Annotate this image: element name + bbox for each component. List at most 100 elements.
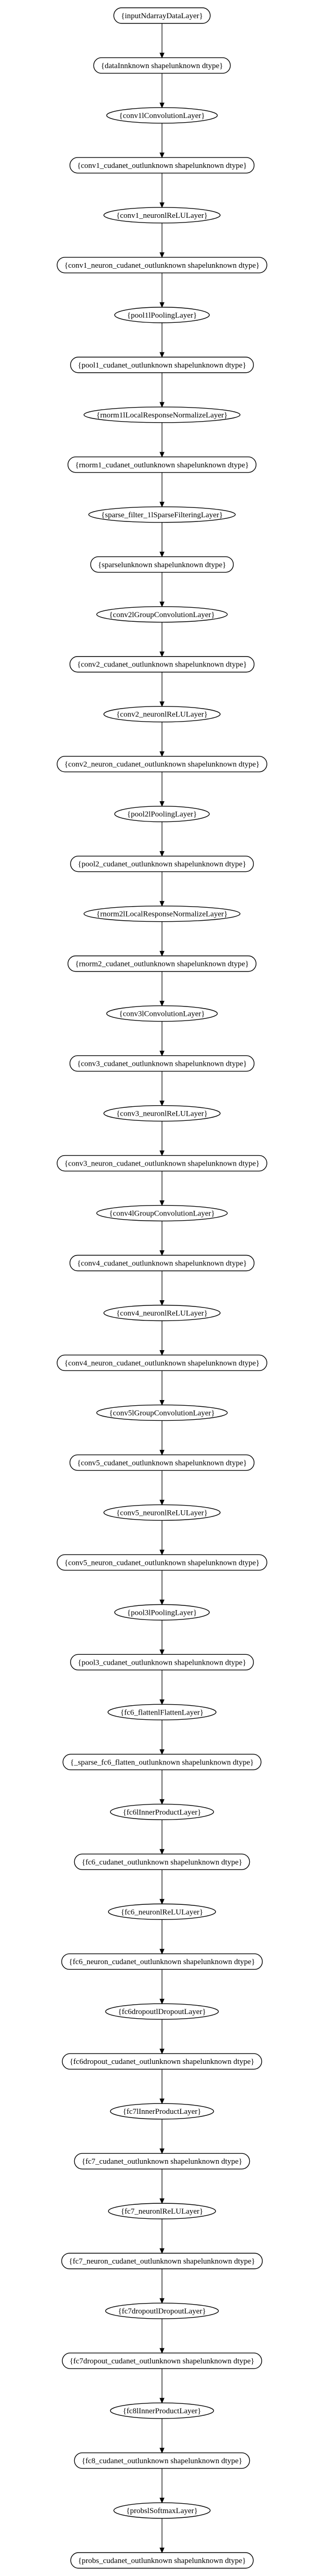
- graph-node: {fc8lInnerProductLayer}: [110, 2402, 214, 2419]
- edge-arrowhead: [159, 1699, 165, 1705]
- node-label: {rnorm2lLocalResponseNormalizeLayer}: [97, 910, 228, 919]
- node-label: {conv1_neuron_cudanet_outlunknown shapel…: [64, 261, 260, 270]
- graph-node: {fc6_flattenlFlattenLayer}: [107, 1704, 217, 1721]
- node-label: {probslSoftmaxLayer}: [126, 2507, 198, 2515]
- edge-arrowhead: [159, 2098, 165, 2104]
- graph-node: {conv2_neuronlReLULayer}: [103, 706, 221, 723]
- node-label: {pool1_cudanet_outlunknown shapelunknown…: [78, 361, 246, 370]
- edge-arrowhead: [159, 1101, 165, 1106]
- node-label: {fc7dropout_cudanet_outlunknown shapelun…: [70, 2357, 254, 2365]
- edge-arrowhead: [159, 701, 165, 707]
- graph-node: {probs_cudanet_outlunknown shapelunknown…: [70, 2552, 254, 2569]
- edge-arrowhead: [159, 1799, 165, 1805]
- graph-node: {fc6_cudanet_outlunknown shapelunknown d…: [74, 1853, 250, 1870]
- graph-node: {pool1lPoolingLayer}: [114, 307, 210, 323]
- graph-node: {conv5lGroupConvolutionLayer}: [96, 1404, 228, 1421]
- edge-arrowhead: [159, 2298, 165, 2304]
- graph-node: {fc6_neuron_cudanet_outlunknown shapelun…: [61, 1953, 263, 1970]
- graph-node: {fc7_neuronlReLULayer}: [108, 2203, 216, 2219]
- edge-arrowhead: [159, 1449, 165, 1456]
- graph-node: {fc7_neuron_cudanet_outlunknown shapelun…: [61, 2253, 263, 2269]
- graph-node: {conv4_cudanet_outlunknown shapelunknown…: [69, 1254, 255, 1272]
- edge-arrowhead: [159, 53, 165, 59]
- edge-arrowhead: [159, 1749, 165, 1755]
- graph-node: {fc6_neuronlReLULayer}: [108, 1903, 216, 1920]
- node-label: {pool2lPoolingLayer}: [127, 810, 197, 819]
- edge-arrowhead: [159, 1899, 165, 1905]
- node-label: {conv2_neuron_cudanet_outlunknown shapel…: [64, 761, 260, 769]
- edge-arrowhead: [159, 651, 165, 657]
- graph-node: {sparse_filter_1lSparseFilteringLayer}: [88, 506, 236, 523]
- node-label: {inputNdarrayDataLayer}: [121, 12, 203, 20]
- node-label: {fc8_cudanet_outlunknown shapelunknown d…: [82, 2457, 242, 2465]
- node-label: {dataInnknown shapelunknown dtype}: [101, 62, 223, 70]
- edge-arrowhead: [159, 901, 165, 907]
- node-label: {conv3_cudanet_outlunknown shapelunknown…: [77, 1060, 247, 1068]
- graph-node: {fc7dropout_cudanet_outlunknown shapelun…: [62, 2352, 262, 2369]
- edge-arrowhead: [159, 1949, 165, 1955]
- node-label: {conv2lGroupConvolutionLayer}: [109, 611, 215, 619]
- node-label: {probs_cudanet_outlunknown shapelunknown…: [78, 2557, 246, 2565]
- graph-node: {rnorm1lLocalResponseNormalizeLayer}: [83, 407, 241, 423]
- node-label: {conv4_neuron_cudanet_outlunknown shapel…: [64, 1359, 260, 1367]
- edge-arrowhead: [159, 1350, 165, 1356]
- graph-node: {conv5_neuron_cudanet_outlunknown shapel…: [57, 1554, 267, 1571]
- node-label: {conv4_cudanet_outlunknown shapelunknown…: [77, 1260, 247, 1268]
- graph-node: {conv2_neuron_cudanet_outlunknown shapel…: [57, 756, 267, 773]
- node-label: {fc7lInnerProductLayer}: [123, 2108, 201, 2116]
- node-label: {fc6_neuron_cudanet_outlunknown shapelun…: [69, 1958, 255, 1966]
- node-label: {fc6_neuronlReLULayer}: [121, 1908, 204, 1916]
- graph-node: {fc7lInnerProductLayer}: [110, 2103, 214, 2120]
- edge-arrowhead: [159, 102, 165, 109]
- edge-arrowhead: [159, 1300, 165, 1306]
- node-label: {pool2_cudanet_outlunknown shapelunknown…: [78, 860, 246, 869]
- node-label: {fc6dropout_cudanet_outlunknown shapelun…: [70, 2058, 254, 2066]
- edge-arrowhead: [159, 2048, 165, 2055]
- edge-arrowhead: [159, 1250, 165, 1256]
- graph-node: {pool3_cudanet_outlunknown shapelunknown…: [70, 1654, 254, 1671]
- graph-node: {conv3_neuronlReLULayer}: [103, 1105, 221, 1122]
- graph-node: {conv4_neuron_cudanet_outlunknown shapel…: [57, 1354, 267, 1371]
- edge-arrowhead: [159, 1599, 165, 1605]
- edge-arrowhead: [159, 1200, 165, 1206]
- node-label: {_sparse_fc6_flatten_outlunknown shapelu…: [70, 1758, 254, 1767]
- node-label: {conv3_neuronlReLULayer}: [116, 1110, 208, 1118]
- graph-node: {conv5_cudanet_outlunknown shapelunknown…: [69, 1454, 255, 1471]
- graph-node: {conv3_neuron_cudanet_outlunknown shapel…: [57, 1155, 267, 1172]
- graph-node: {conv4lGroupConvolutionLayer}: [96, 1205, 228, 1222]
- graph-node: {pool2_cudanet_outlunknown shapelunknown…: [70, 855, 254, 872]
- node-label: {conv4_neuronlReLULayer}: [116, 1309, 208, 1317]
- graph-node: {pool1_cudanet_outlunknown shapelunknown…: [70, 357, 254, 373]
- graph-node: {fc6dropoutlDropoutLayer}: [105, 2003, 219, 2020]
- node-label: {pool1lPoolingLayer}: [127, 311, 197, 320]
- node-label: {fc7_neuron_cudanet_outlunknown shapelun…: [69, 2257, 255, 2266]
- graph-node: {conv1lConvolutionLayer}: [106, 107, 218, 124]
- edge-arrowhead: [159, 502, 165, 508]
- edge-arrowhead: [159, 2148, 165, 2154]
- node-label: {conv2_cudanet_outlunknown shapelunknown…: [77, 661, 247, 669]
- graph-node: {fc7_cudanet_outlunknown shapelunknown d…: [74, 2153, 250, 2169]
- edge-arrowhead: [159, 152, 165, 159]
- graph-node: {fc7dropoutlDropoutLayer}: [105, 2303, 219, 2319]
- graph-node: {fc6dropout_cudanet_outlunknown shapelun…: [62, 2053, 262, 2070]
- node-label: {pool3lPoolingLayer}: [127, 1609, 197, 1617]
- edge-arrowhead: [159, 1400, 165, 1406]
- graph-node: {conv3lConvolutionLayer}: [106, 1005, 218, 1022]
- edge-arrowhead: [159, 1998, 165, 2005]
- graph-node: {probslSoftmaxLayer}: [113, 2502, 211, 2519]
- edge-arrowhead: [159, 601, 165, 607]
- node-label: {conv2_neuronlReLULayer}: [116, 711, 208, 719]
- graph-node: {conv3_cudanet_outlunknown shapelunknown…: [69, 1055, 255, 1072]
- edge-arrowhead: [159, 1649, 165, 1655]
- node-label: {fc8lInnerProductLayer}: [123, 2407, 201, 2415]
- edge-arrowhead: [159, 2248, 165, 2254]
- edge-arrowhead: [159, 751, 165, 757]
- edge-arrowhead: [159, 1549, 165, 1555]
- edge-arrowhead: [159, 1051, 165, 1056]
- edge-arrowhead: [159, 851, 165, 857]
- node-label: {sparselunknown shapelunknown dtype}: [98, 561, 226, 569]
- node-label: {fc7_cudanet_outlunknown shapelunknown d…: [82, 2157, 242, 2166]
- graph-node: {conv2lGroupConvolutionLayer}: [96, 606, 228, 623]
- graph-node: {conv1_neuronlReLULayer}: [103, 207, 221, 224]
